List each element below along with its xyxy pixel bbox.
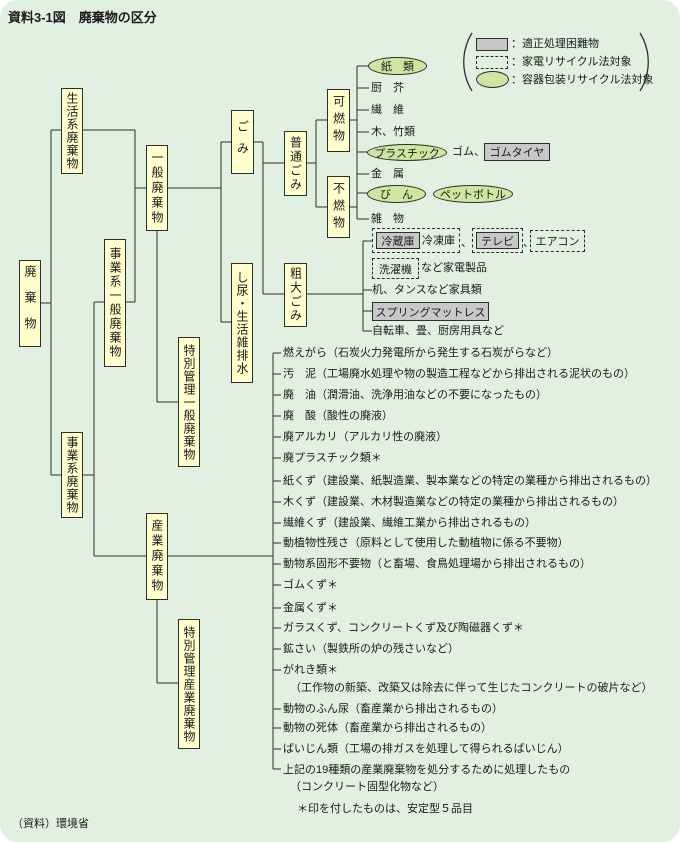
industrial-item-3: 廃 油（潤滑油、洗浄用油などの不要になったもの） (283, 389, 547, 401)
node-business-general-waste: 事業系一般廃棄物 (104, 239, 126, 367)
item-bottle-ellipse: び ん (367, 185, 426, 203)
bulky-comma-1: 、 (461, 237, 472, 249)
node-gomi: ごみ (231, 110, 254, 174)
bulky-tv-box: テレビ (476, 232, 519, 249)
node-special-managed-industrial-waste: 特別管理産業廃棄物 (178, 619, 200, 749)
legend-bracket-right (639, 32, 649, 92)
legend-label-container-recycle: ：容器包装リサイクル法対象 (511, 74, 654, 86)
node-household-waste: 生活系廃棄物 (61, 88, 83, 174)
node-night-soil: し尿・生活雑排水 (231, 263, 253, 383)
bulky-tv-dashed-box: テレビ (472, 228, 523, 253)
node-business-waste: 事業系廃棄物 (61, 432, 83, 518)
legend-swatch-difficult (476, 38, 508, 51)
legend-bracket-left (463, 32, 473, 92)
legend-label-appliance-recycle: ：家電リサイクル法対象 (511, 56, 632, 68)
bulky-washer-dashed-box: 洗濯機 (372, 258, 419, 279)
bulky-spring-mattress-box: スプリングマットレス (372, 302, 489, 321)
industrial-item-18: 動物の死体（畜産業から排出されるもの） (283, 722, 492, 734)
item-paper-ellipse: 紙 類 (368, 57, 427, 75)
industrial-item-17: 動物のふん尿（畜産業から排出されるもの） (283, 703, 503, 715)
industrial-item-11: 動物系固形不要物（と畜場、食鳥処理場から排出されるもの） (283, 558, 591, 570)
bulky-others: 自転車、畳、厨房用具など (372, 325, 504, 337)
node-industrial-waste: 産業廃棄物 (146, 513, 168, 600)
node-bulky-gomi: 粗大ごみ (284, 263, 307, 327)
item-kitchen-waste: 厨 芥 (371, 82, 404, 94)
industrial-item-14: ガラスくず、コンクリートくず及び陶磁器くず＊ (283, 622, 525, 634)
industrial-item-1: 燃えがら（石炭火力発電所から発生する石炭がらなど） (283, 347, 558, 359)
figure-title: 資料3-1図 廃棄物の区分 (8, 10, 157, 25)
bulky-freezer: 冷凍庫 (422, 235, 455, 247)
industrial-item-16-cont: （工作物の新築、改築又は除去に伴って生じたコンクリートの破片など） (290, 682, 653, 694)
node-ordinary-gomi: 普通ごみ (284, 131, 307, 196)
industrial-item-19: ばいじん類（工場の排ガスを処理して得られるばいじん） (283, 743, 569, 755)
industrial-item-9: 繊維くず（建設業、繊維工業から排出されるもの） (283, 517, 536, 529)
industrial-item-20-cont: （コンクリート固型化物など） (290, 781, 444, 793)
industrial-item-7: 紙くず（建設業、紙製造業、製本業などの特定の業種から排出されるもの） (283, 475, 657, 487)
industrial-item-8: 木くず（建設業、木材製造業などの特定の業種から排出されるもの） (283, 496, 624, 508)
node-waste: 廃棄物 (19, 260, 41, 347)
item-metal: 金 属 (371, 168, 404, 180)
node-general-waste: 一般廃棄物 (146, 145, 168, 231)
item-wood-bamboo: 木、竹類 (371, 126, 415, 138)
item-misc: 雑 物 (371, 213, 404, 225)
industrial-item-20: 上記の19種類の産業廃棄物を処分するために処理したもの (283, 764, 571, 776)
bulky-furniture: 机、タンスなど家具類 (372, 284, 482, 296)
industrial-item-12: ゴムくず＊ (283, 579, 338, 591)
legend-swatch-appliance-recycle (476, 56, 508, 69)
industrial-item-2: 汚 泥（工場廃水処理や物の製造工程などから排出される泥状のもの） (283, 368, 635, 380)
source-note: （資料）環境省 (12, 818, 89, 830)
stable-type-footnote: ＊印を付したものは、安定型５品目 (297, 803, 473, 815)
industrial-item-10: 動植物性残さ（原料として使用した動植物に係る不要物） (283, 537, 569, 549)
item-rubber-tire-box: ゴムタイヤ (484, 143, 550, 161)
item-plastic-ellipse: プラスチック (367, 144, 447, 161)
industrial-item-13: 金属くず＊ (283, 602, 338, 614)
legend-label-difficult: ：適正処理困難物 (511, 38, 599, 50)
item-pet-bottle-ellipse: ペットボトル (433, 185, 513, 203)
node-special-managed-general-waste: 特別管理一般廃棄物 (178, 337, 200, 467)
tree-connectors (41, 65, 372, 770)
industrial-item-4: 廃 酸（酸性の廃液） (283, 410, 393, 422)
item-rubber: ゴム、 (452, 146, 485, 158)
item-fiber: 繊 維 (371, 104, 404, 116)
industrial-item-5: 廃アルカリ（アルカリ性の廃液） (283, 431, 448, 443)
bulky-comma-2: 、 (523, 237, 534, 249)
industrial-item-15: 鉱さい（製鉄所の炉の残さいなど） (283, 643, 459, 655)
industrial-item-16: がれき類＊ (283, 664, 338, 676)
bulky-fridge-freezer-dashed-box: 冷蔵庫 冷凍庫 (372, 228, 460, 253)
node-burnable: 可燃物 (327, 89, 350, 152)
industrial-item-6: 廃プラスチック類＊ (283, 452, 382, 464)
bulky-appliance-note: など家電製品 (421, 262, 487, 274)
bulky-fridge-box: 冷蔵庫 (376, 232, 420, 249)
bulky-aircon-dashed-box: エアコン (530, 230, 585, 252)
legend-swatch-container-recycle (476, 71, 509, 88)
node-nonburnable: 不燃物 (327, 176, 350, 238)
